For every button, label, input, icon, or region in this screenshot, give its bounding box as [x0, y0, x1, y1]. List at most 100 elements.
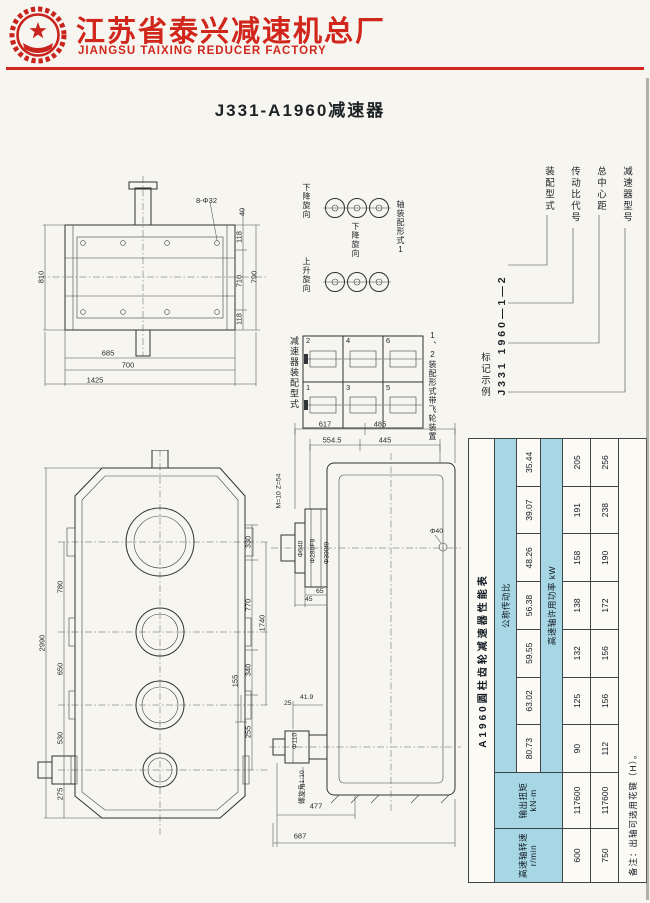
shaft-forms-drawing [323, 198, 391, 292]
dim-530: 530 [55, 731, 65, 745]
factory-title-en: JIANGSU TAIXING REDUCER FACTORY [78, 45, 327, 57]
table-cell-power: 112 [590, 724, 619, 773]
table-header-ratio: 公称传动比 [494, 438, 517, 773]
label-shaft-form-1: 轴装配形式1 [396, 200, 405, 255]
table-cell-power: 238 [590, 486, 619, 534]
dim-477: 477 [309, 801, 323, 811]
marking-example-label: 标记示例 [479, 352, 490, 398]
callout-ratio-code: 传动比代号 [569, 166, 580, 224]
dim-340: 340 [243, 663, 253, 677]
table-cell-torque: 117600 [590, 772, 619, 829]
table-note: 备注：出轴可选用花键（H）。 [618, 438, 647, 883]
side-view-drawing [269, 423, 461, 847]
dim-phi110: Φ110 [291, 732, 299, 750]
table-cell-power: 156 [590, 629, 619, 678]
gear-star-logo-icon [9, 6, 67, 64]
table-cell-power: 156 [590, 677, 619, 725]
dim-45: 45 [305, 596, 313, 603]
dim-65: 65 [316, 588, 324, 595]
dim-phi280: Φ280F8 [309, 538, 317, 564]
table-cell-ratio: 35.44 [516, 438, 541, 487]
table-cell-speed: 600 [562, 828, 591, 883]
performance-table-region: A1960圆柱齿轮减速器性能表 高速轴转速 r/min 输出扭矩 kN·m 公称… [468, 438, 647, 883]
dim-790: 790 [249, 270, 259, 284]
assembly-cell-6: 6 [386, 336, 391, 345]
dim-687: 687 [293, 831, 307, 841]
table-header-torque: 输出扭矩 kN·m [494, 772, 563, 829]
table-cell-power: 172 [590, 581, 619, 630]
table-cell-power: 90 [562, 724, 591, 773]
dim-330: 330 [243, 535, 253, 549]
assembly-cell-3: 3 [346, 383, 351, 392]
front-view-drawing [37, 450, 270, 835]
table-cell-power: 158 [562, 533, 591, 582]
dim-255: 255 [243, 725, 253, 739]
table-cell-speed: 750 [590, 828, 619, 883]
label-rotation-down-2: 下降旋向 [351, 222, 360, 258]
dim-phi640: Φ640 [297, 540, 305, 558]
dim-554: 554.5 [322, 435, 342, 445]
table-header-speed-unit: r/min [527, 844, 538, 867]
table-cell-power: 191 [562, 486, 591, 534]
dim-770: 770 [243, 598, 253, 612]
dim-taper: 螺旋角1:10 [299, 770, 306, 804]
dim-650: 650 [55, 662, 65, 676]
dim-617: 617 [318, 419, 332, 429]
table-header-speed: 高速轴转速 r/min [494, 828, 563, 883]
callout-center-distance: 总中心距 [595, 166, 606, 212]
callout-model-number: 减速器型号 [621, 166, 632, 224]
table-cell-torque: 117600 [562, 772, 591, 829]
table-cell-power: 205 [562, 438, 591, 487]
performance-table: A1960圆柱齿轮减速器性能表 高速轴转速 r/min 输出扭矩 kN·m 公称… [468, 438, 647, 883]
dim-phi390: Φ390f9 [323, 541, 331, 565]
callout-assembly-type: 装配型式 [543, 166, 554, 212]
dim-710: 710 [234, 274, 244, 288]
scan-edge-shadow [646, 78, 649, 900]
performance-table-rotated: A1960圆柱齿轮减速器性能表 高速轴转速 r/min 输出扭矩 kN·m 公称… [468, 438, 647, 883]
table-cell-ratio: 56.38 [516, 581, 541, 630]
assembly-flywheel-note: 1、2装配形式带飞轮装置 [428, 331, 437, 441]
table-cell-ratio: 63.02 [516, 677, 541, 725]
table-title: A1960圆柱齿轮减速器性能表 [468, 438, 495, 883]
table-cell-power: 138 [562, 581, 591, 630]
table-cell-power: 256 [590, 438, 619, 487]
dim-1425: 1425 [86, 375, 104, 385]
dim-41-9: 41.9 [300, 694, 314, 701]
label-assembly-forms: 减速器装配型式 [289, 336, 299, 410]
dim-phi40: Φ40 [430, 528, 443, 535]
assembly-cell-4: 4 [346, 336, 351, 345]
assembly-grid-drawing [302, 335, 424, 429]
dim-118-bottom: 118 [234, 313, 244, 325]
table-cell-ratio: 59.55 [516, 629, 541, 678]
table-cell-power: 190 [590, 533, 619, 582]
dim-bolt-holes: 8-Φ32 [196, 196, 217, 205]
dim-445: 445 [378, 435, 392, 445]
assembly-cell-2: 2 [306, 336, 311, 345]
header-divider [6, 67, 644, 70]
dim-155: 155 [230, 674, 240, 688]
table-cell-power: 132 [562, 629, 591, 678]
dim-25: 25 [284, 700, 292, 707]
table-cell-power: 125 [562, 677, 591, 725]
dim-gear-spec: M=10 Z=54 [275, 473, 283, 509]
dim-2990: 2990 [37, 634, 47, 652]
factory-title-cn: 江苏省泰兴减速机总厂 [76, 16, 387, 48]
table-cell-ratio: 48.26 [516, 533, 541, 582]
label-rotation-up: 上升旋向 [302, 257, 311, 293]
dim-700: 700 [121, 360, 135, 370]
page-title: J331-A1960减速器 [214, 101, 386, 120]
table-cell-ratio: 39.07 [516, 486, 541, 534]
label-rotation-down-1: 下降旋向 [302, 183, 311, 219]
dim-780: 780 [55, 580, 65, 594]
top-view-drawing [39, 176, 267, 386]
table-header-torque-unit: kN·m [527, 789, 538, 812]
assembly-cell-1: 1 [306, 383, 311, 392]
dim-118-top: 118 [234, 231, 244, 243]
assembly-cell-5: 5 [386, 383, 391, 392]
dim-275: 275 [55, 787, 65, 801]
table-header-power: 高速轴许用功率 kW [540, 438, 563, 773]
dim-685: 685 [101, 348, 115, 358]
marking-model-string: J331 1960—1—2 [496, 274, 508, 396]
dim-485: 485 [373, 419, 387, 429]
table-cell-ratio: 80.73 [516, 724, 541, 773]
